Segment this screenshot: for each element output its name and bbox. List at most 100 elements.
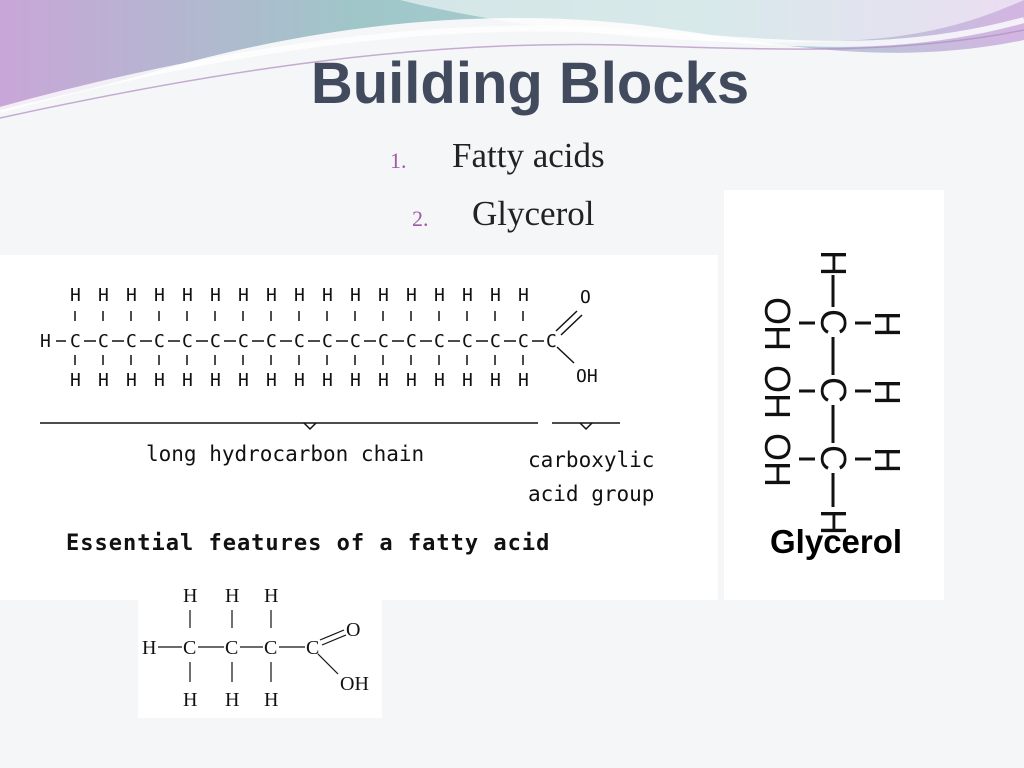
small-fatty-acid-diagram: H H H H C C C C O OH H H H	[138, 578, 382, 718]
chain-h-top: H	[462, 285, 473, 306]
slide-title: Building Blocks	[310, 51, 750, 116]
carbonyl-oxygen: O	[346, 619, 360, 641]
chain-h-top: H	[154, 285, 165, 306]
bullet-text: Glycerol	[472, 194, 595, 233]
chain-c: C	[98, 331, 109, 352]
glycerol-caption: Glycerol	[770, 523, 903, 560]
group-label-line2: acid group	[528, 482, 654, 506]
chain-h-top: H	[70, 285, 81, 306]
carbon-chain: HCHHCHHCHHCHHCHHCHHCHHCHHCHHCHHCHHCHHCHH…	[70, 285, 557, 391]
chain-h-top: H	[238, 285, 249, 306]
chain-h-top: H	[126, 285, 137, 306]
chain-c: C	[294, 331, 305, 352]
chain-h-bottom: H	[70, 370, 81, 391]
chain-c: C	[462, 331, 473, 352]
chain-label: long hydrocarbon chain	[146, 442, 424, 466]
chain-h-bottom: H	[406, 370, 417, 391]
atom-c: C	[264, 637, 277, 659]
terminal-h-atom: H	[40, 331, 51, 352]
atom-h: H	[225, 585, 239, 607]
chain-c: C	[518, 331, 529, 352]
group-label-line1: carboxylic	[528, 448, 654, 472]
double-bond	[560, 314, 583, 336]
double-bond	[319, 629, 345, 641]
chain-h-top: H	[182, 285, 193, 306]
chain-h-top: H	[350, 285, 361, 306]
chain-h-bottom: H	[210, 370, 221, 391]
chain-h-bottom: H	[350, 370, 361, 391]
chain-h-top: H	[98, 285, 109, 306]
chain-h-top: H	[518, 285, 529, 306]
chain-h-top: H	[322, 285, 333, 306]
chain-h-top: H	[266, 285, 277, 306]
chain-h-bottom: H	[154, 370, 165, 391]
chain-h-bottom: H	[322, 370, 333, 391]
double-bond	[321, 634, 347, 646]
hydroxyl-group: OH	[757, 433, 798, 487]
bullet-text: Fatty acids	[452, 136, 605, 175]
chain-h-top: H	[406, 285, 417, 306]
chain-h-bottom: H	[294, 370, 305, 391]
chain-h-top: H	[490, 285, 501, 306]
bond	[317, 653, 339, 675]
atom-h: H	[867, 447, 908, 473]
glycerol-structure: H C C C H H H H OH OH OH	[757, 250, 908, 535]
chain-h-bottom: H	[98, 370, 109, 391]
chain-c: C	[350, 331, 361, 352]
carbonyl-oxygen: O	[580, 287, 591, 308]
atom-h: H	[264, 585, 278, 607]
atom-c: C	[306, 637, 319, 659]
atom-h: H	[183, 585, 197, 607]
chain-h-bottom: H	[238, 370, 249, 391]
hydroxyl-group: OH	[576, 366, 598, 387]
chain-h-bottom: H	[126, 370, 137, 391]
chain-h-top: H	[294, 285, 305, 306]
atom-h: H	[225, 689, 239, 711]
chain-c: C	[126, 331, 137, 352]
atom-c: C	[813, 377, 854, 403]
chain-c: C	[182, 331, 193, 352]
atom-c: C	[813, 309, 854, 335]
hydroxyl-group: OH	[340, 673, 369, 695]
chain-c: C	[406, 331, 417, 352]
chain-c: C	[154, 331, 165, 352]
chain-c: C	[434, 331, 445, 352]
chain-h-bottom: H	[266, 370, 277, 391]
hydroxyl-group: OH	[757, 297, 798, 351]
chain-c: C	[490, 331, 501, 352]
glycerol-diagram: H C C C H H H H OH OH OH	[724, 190, 944, 600]
atom-h: H	[142, 637, 156, 659]
atom-c: C	[225, 637, 238, 659]
chain-h-bottom: H	[462, 370, 473, 391]
chain-h-bottom: H	[490, 370, 501, 391]
bullet-number: 1.	[390, 148, 407, 173]
chain-c: C	[238, 331, 249, 352]
chain-h-top: H	[434, 285, 445, 306]
atom-h: H	[867, 311, 908, 337]
chain-brace-tip	[303, 422, 317, 431]
chain-c: C	[322, 331, 333, 352]
chain-h-bottom: H	[434, 370, 445, 391]
atom-h: H	[183, 689, 197, 711]
group-brace-tip	[579, 422, 593, 431]
chain-h-bottom: H	[182, 370, 193, 391]
fatty-acid-svg: H HCHHCHHCHHCHHCHHCHHCHHCHHCHHCHHCHHCHHC…	[40, 285, 654, 556]
glycerol-svg: H C C C H H H H OH OH OH	[757, 250, 908, 535]
chain-c: C	[70, 331, 81, 352]
atom-c: C	[813, 445, 854, 471]
small-fatty-acid-svg: H H H H C C C C O OH H H H	[142, 585, 369, 711]
atom-h: H	[813, 509, 854, 535]
chain-c: C	[210, 331, 221, 352]
header-wave-decoration	[0, 0, 1024, 119]
chain-c: C	[266, 331, 277, 352]
fatty-acid-caption: Essential features of a fatty acid	[66, 531, 550, 556]
atom-h: H	[264, 689, 278, 711]
chain-h-bottom: H	[378, 370, 389, 391]
bond	[556, 346, 575, 364]
carboxyl-carbon: C	[546, 331, 557, 352]
chain-h-bottom: H	[518, 370, 529, 391]
bullet-number: 2.	[412, 206, 429, 231]
chain-h-top: H	[210, 285, 221, 306]
chain-h-top: H	[378, 285, 389, 306]
chain-c: C	[378, 331, 389, 352]
